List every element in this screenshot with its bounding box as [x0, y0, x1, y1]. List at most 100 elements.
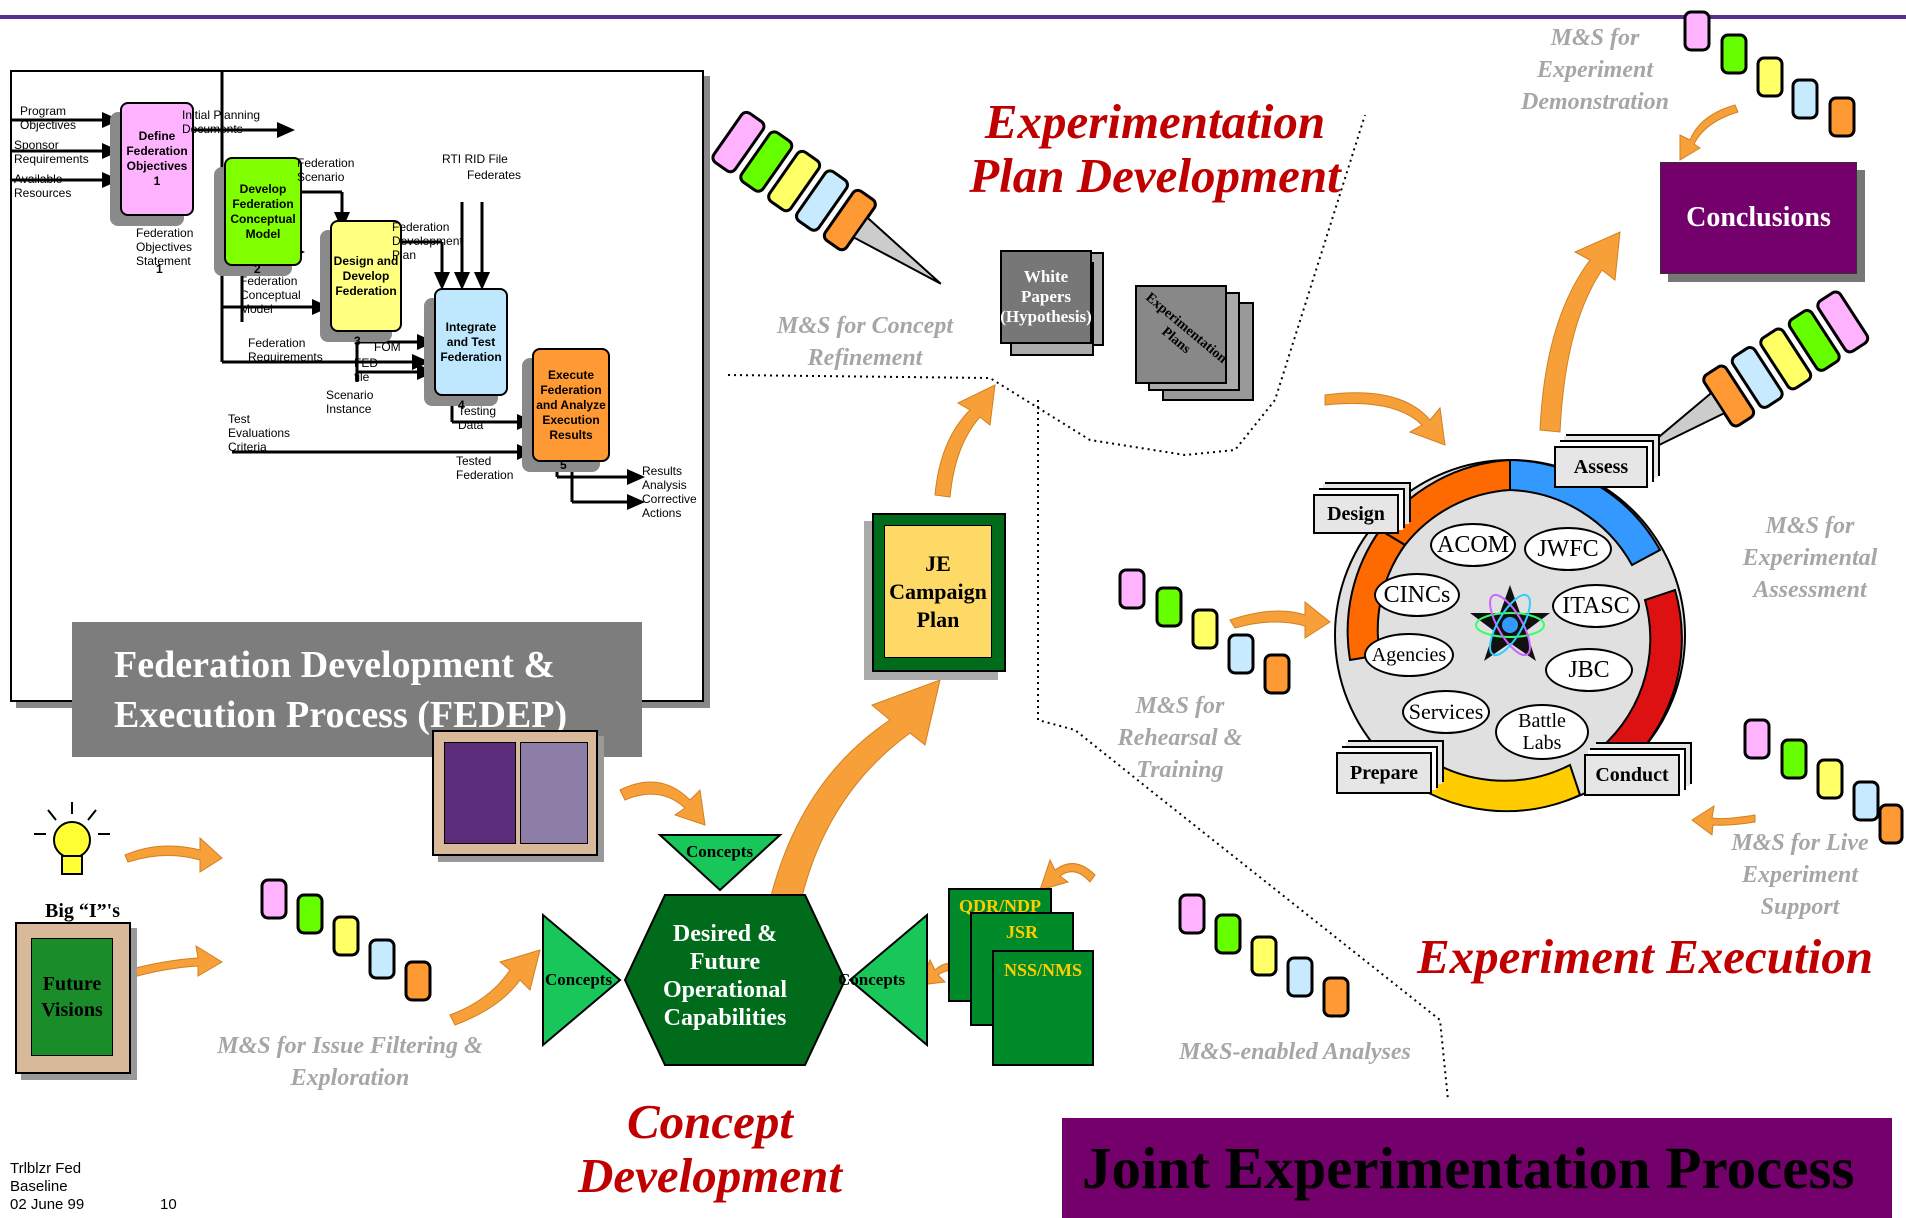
- label-results-analysis: Results Analysis Corrective Actions: [642, 464, 697, 520]
- org-jbc: JBC: [1545, 648, 1633, 692]
- title-experimentation-plan-development: Experimentation Plan Development: [969, 94, 1341, 203]
- ms-experimental-assessment: M&S for Experimental Assessment: [1742, 513, 1878, 603]
- header-rule: [0, 15, 1906, 19]
- label-scenario-instance: Scenario Instance: [326, 388, 374, 416]
- label-sponsor-requirements: Sponsor Requirements: [14, 138, 89, 166]
- label-federation-requirements: Federation Requirements: [248, 336, 323, 364]
- arrow-rehearsal-icon: [1229, 600, 1331, 639]
- title-experiment-execution: Experiment Execution: [1416, 929, 1873, 984]
- org-cincs: CINCs: [1374, 573, 1460, 617]
- footer-line-2: Baseline: [10, 1178, 68, 1195]
- future-visions-doc: Future Visions: [15, 922, 131, 1074]
- arrow-bigi-icon: [124, 836, 223, 873]
- label-federation-development-plan: Federation Development Plan: [392, 220, 463, 262]
- fedep-step-4-num-label: 4: [458, 398, 465, 412]
- fedep-step-5-label: Execute Federation and Analyze Execution…: [536, 367, 606, 442]
- nss-label: NSS/NMS: [1003, 960, 1083, 980]
- label-fed-file: FED file: [354, 356, 378, 384]
- step-prepare: Prepare: [1336, 752, 1432, 794]
- org-itasc: ITASC: [1552, 584, 1640, 628]
- concepts-right-label: Concepts: [838, 970, 906, 989]
- lightbulb-icon: [34, 802, 110, 875]
- fedep-step-5: Execute Federation and Analyze Execution…: [532, 348, 610, 462]
- title-concept-development: Concept Development: [578, 1094, 842, 1203]
- org-jwfc: JWFC: [1524, 527, 1612, 571]
- label-rti-rid-file: RTI RID File: [442, 152, 508, 166]
- org-agencies: Agencies: [1364, 633, 1454, 677]
- fedep-step-3-num-label: 3: [354, 334, 361, 348]
- arrow-to-cycle-icon: [1324, 392, 1446, 446]
- white-papers-doc: White Papers (Hypothesis): [1000, 250, 1092, 344]
- label-federates: Federates: [467, 168, 522, 182]
- ms-experiment-demonstration: M&S for Experiment Demonstration: [1520, 25, 1670, 115]
- color-steps-top-right-icon: [1683, 10, 1856, 138]
- seal-photo-right-icon: [520, 742, 588, 844]
- ms-enabled-analyses: M&S-enabled Analyses: [1179, 1039, 1411, 1065]
- ms-live-experiment-support: M&S for Live Experiment Support: [1731, 830, 1869, 920]
- big-is-label: Big “I”'s: [45, 900, 121, 922]
- footer-page-number: 10: [160, 1196, 177, 1213]
- color-steps-analyses-icon: [1178, 893, 1350, 1018]
- needle-right-icon: [1634, 290, 1870, 458]
- fedep-step-1-num: 1: [153, 174, 161, 188]
- fedep-step-3: Design and Develop Federation: [330, 220, 402, 332]
- org-services: Services: [1402, 690, 1490, 734]
- label-available-resources: Available Resources: [14, 172, 72, 200]
- arrow-je-icon: [934, 384, 996, 498]
- arrow-demo-icon: [1679, 104, 1739, 161]
- fedep-step-2: Develop Federation Conceptual Model: [224, 157, 302, 266]
- nss-doc: NSS/NMS: [992, 950, 1094, 1066]
- exp-plans-label: Experimentation Plans: [1142, 289, 1231, 367]
- label-federation-conceptual-model: Federation Conceptual Model: [240, 274, 301, 316]
- je-campaign-plan-doc: JE Campaign Plan: [872, 513, 1006, 672]
- je-campaign-plan-label: JE Campaign Plan: [884, 525, 992, 658]
- color-steps-live-icon: [1743, 718, 1904, 845]
- label-fom: FOM: [374, 340, 401, 354]
- fedep-step-4: Integrate and Test Federation: [434, 288, 508, 396]
- white-papers-label: White Papers (Hypothesis): [1000, 267, 1092, 326]
- ms-rehearsal-training: M&S for Rehearsal & Training: [1117, 693, 1243, 783]
- label-federation-objectives-statement: Federation Objectives Statement: [136, 226, 194, 268]
- footer-line-3: 02 June 99: [10, 1196, 85, 1213]
- label-testing-data: Testing Data: [458, 404, 497, 432]
- color-steps-rehearsal-icon: [1118, 568, 1291, 695]
- label-test-evaluations-criteria: Test Evaluations Criteria: [228, 412, 291, 454]
- arrow-future-icon: [127, 944, 223, 979]
- fedep-panel: Define Federation Objectives 1 Develop F…: [10, 70, 704, 757]
- color-steps-issue-icon: [260, 878, 432, 1002]
- arrow-live-icon: [1691, 804, 1756, 836]
- fedep-step-2-label: Develop Federation Conceptual Model: [230, 181, 296, 241]
- fedep-step-5-num-label: 5: [560, 458, 567, 472]
- org-battle-labs: Battle Labs: [1495, 704, 1589, 760]
- jsr-label: JSR: [1005, 922, 1038, 942]
- label-initial-planning: Initial Planning Documents: [182, 108, 261, 136]
- step-conduct: Conduct: [1584, 754, 1680, 796]
- concepts-top-label: Concepts: [686, 842, 754, 861]
- conclusions-box: Conclusions: [1660, 162, 1857, 274]
- label-federation-scenario: Federation Scenario: [297, 156, 355, 184]
- ms-concept-refinement: M&S for Concept Refinement: [776, 313, 953, 371]
- capabilities-graphic: [542, 834, 928, 1066]
- label-program-objectives: Program Objectives: [20, 104, 77, 132]
- qdr-label: QDR/NDP: [959, 896, 1041, 916]
- needle-top-icon: [711, 110, 942, 285]
- capabilities-label: Desired & Future Operational Capabilitie…: [663, 921, 787, 1031]
- fedep-step-1: Define Federation Objectives 1: [120, 102, 194, 216]
- fedep-step-1-num-label: 1: [156, 262, 163, 276]
- arrow-capabilities-icon: [769, 679, 941, 906]
- ms-issue-filtering: M&S for Issue Filtering & Exploration: [217, 1033, 483, 1091]
- conclusions-label: Conclusions: [1686, 202, 1831, 233]
- org-acom: ACOM: [1430, 523, 1516, 567]
- doctrine-photos: [432, 730, 598, 856]
- arrow-conclusions-icon: [1539, 231, 1621, 433]
- exp-plans-doc: Experimentation Plans: [1135, 285, 1231, 384]
- footer-line-1: Trlblzr Fed: [10, 1160, 82, 1177]
- title-joint-experimentation-process: Joint Experimentation Process: [1062, 1118, 1892, 1218]
- fedep-step-4-label: Integrate and Test Federation: [440, 319, 502, 364]
- step-design: Design: [1313, 494, 1399, 534]
- arrow-photo-icon: [619, 781, 706, 826]
- concepts-left-label: Concepts: [545, 970, 613, 989]
- arrow-issue-icon: [449, 949, 541, 1026]
